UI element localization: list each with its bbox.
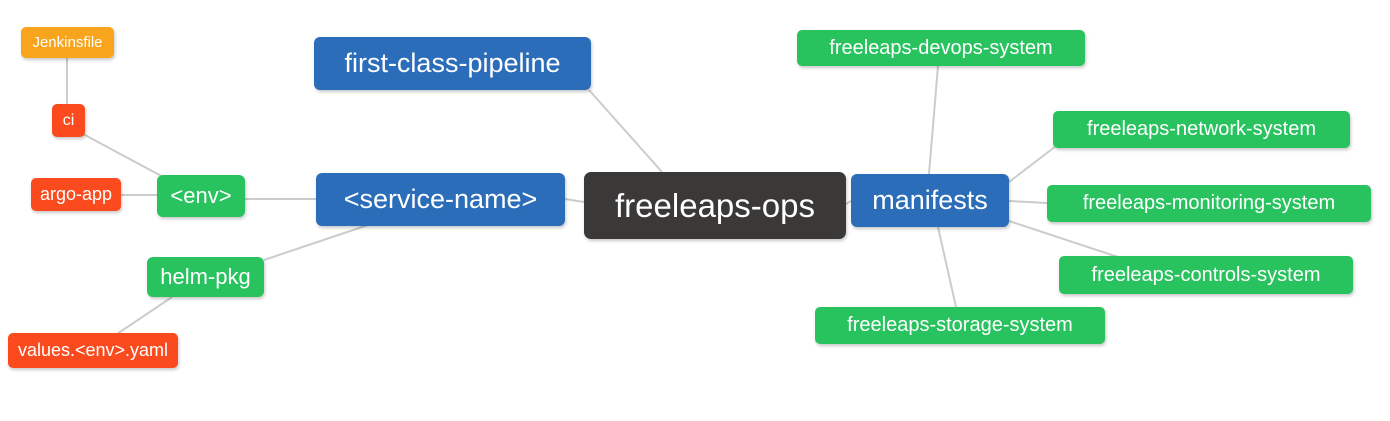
edge-root-manifests xyxy=(845,200,852,205)
node-values-env-yaml[interactable]: values.<env>.yaml xyxy=(8,333,178,368)
edge-service-name-root xyxy=(564,198,585,203)
edge-manifests-storage-system xyxy=(937,226,957,308)
node-freeleaps-network-system[interactable]: freeleaps-network-system xyxy=(1053,111,1350,148)
node-freeleaps-controls-system[interactable]: freeleaps-controls-system xyxy=(1059,256,1353,294)
edge-manifests-network-system xyxy=(1008,145,1057,183)
node-freeleaps-monitoring-system[interactable]: freeleaps-monitoring-system xyxy=(1047,185,1371,222)
node-ci[interactable]: ci xyxy=(52,104,85,137)
node-env[interactable]: <env> xyxy=(157,175,245,217)
edge-manifests-monitoring-system xyxy=(1008,200,1048,204)
node-freeleaps-devops-system[interactable]: freeleaps-devops-system xyxy=(797,30,1085,66)
edge-manifests-controls-system xyxy=(1008,220,1119,258)
edge-ci-env xyxy=(82,133,168,180)
node-freeleaps-storage-system[interactable]: freeleaps-storage-system xyxy=(815,307,1105,344)
edge-first-class-pipeline-root xyxy=(588,89,663,173)
node-first-class-pipeline[interactable]: first-class-pipeline xyxy=(314,37,591,90)
node-manifests[interactable]: manifests xyxy=(851,174,1009,227)
node-argo-app[interactable]: argo-app xyxy=(31,178,121,211)
node-freeleaps-ops-root[interactable]: freeleaps-ops xyxy=(584,172,846,239)
edge-helm-pkg-service-name xyxy=(263,224,369,261)
edge-values-yaml-helm-pkg xyxy=(116,296,173,335)
node-jenkinsfile[interactable]: Jenkinsfile xyxy=(21,27,114,58)
node-service-name[interactable]: <service-name> xyxy=(316,173,565,226)
node-helm-pkg[interactable]: helm-pkg xyxy=(147,257,264,297)
edge-manifests-devops-system xyxy=(928,65,939,175)
